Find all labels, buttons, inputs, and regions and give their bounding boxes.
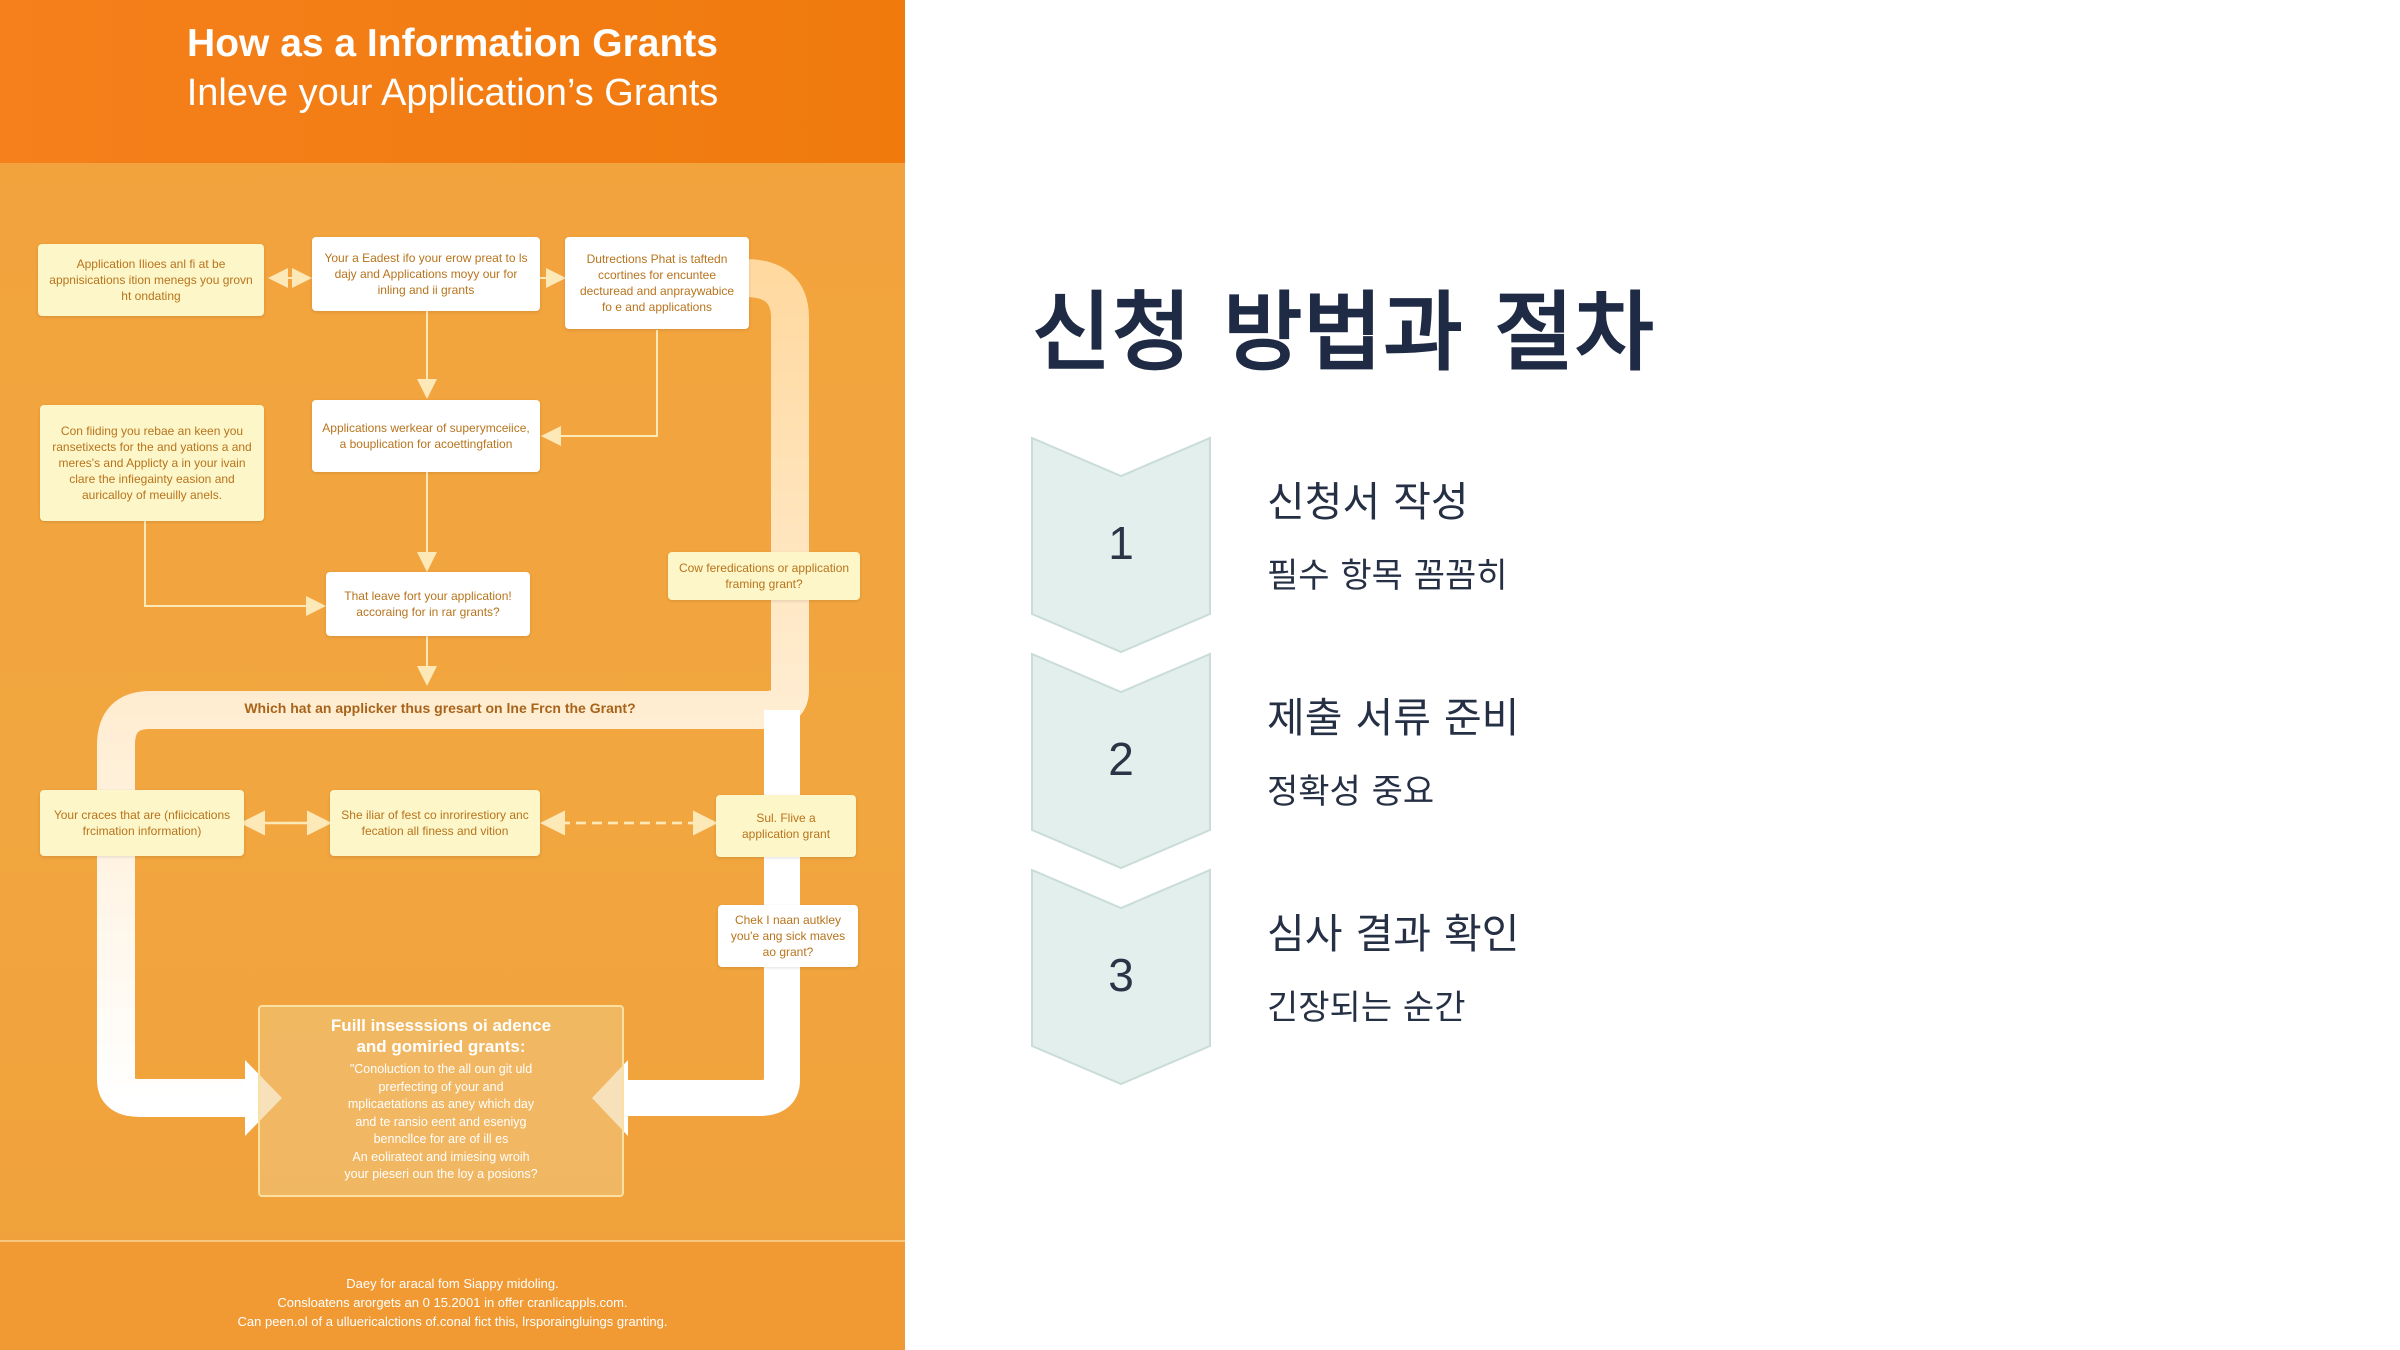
flow-box-7: Cow feredications or application framing… (668, 552, 860, 600)
step-1-desc: 필수 항목 꼼꼼히 (1267, 556, 1508, 596)
step-3-number: 3 (1108, 949, 1134, 1001)
pipe-top-loop (97, 259, 809, 1117)
connector-b3-b5 (541, 330, 658, 446)
grant-flowchart-poster: How as a Information Grants Inleve your … (0, 0, 905, 1350)
flow-box-5: Applications werkear of superymceiice, a… (312, 400, 540, 472)
poster-header: How as a Information Grants Inleve your … (0, 0, 905, 163)
flow-question: Which hat an applicker thus gresart on l… (244, 700, 636, 716)
step-2-desc: 정확성 중요 (1267, 772, 1435, 812)
pipe-right-loop (624, 710, 800, 1116)
step-2-number: 2 (1108, 733, 1134, 785)
step-3-desc: 긴장되는 순간 (1267, 988, 1466, 1028)
flow-box-8: Your craces that are (nfiicications frci… (40, 790, 244, 856)
flow-box-10: Sul. Flive a application grant (716, 795, 856, 857)
step-3-title: 심사 결과 확인 (1267, 910, 1520, 958)
flow-box-11: Chek I naan autkley you'e ang sick maves… (718, 905, 858, 967)
flow-box-4: Con fiiding you rebae an keen you ranset… (40, 405, 264, 521)
poster-subtitle: Inleve your Application’s Grants (186, 72, 719, 114)
conclusion-box: Fuill insesssions oi adence and gomiried… (258, 1005, 624, 1197)
flow-box-3: Dutrections Phat is taftedn ccortines fo… (565, 237, 749, 329)
slide-title: 신청 방법과 절차 (1032, 283, 1655, 383)
flow-box-1: Application Ilioes anl fi at be appnisic… (38, 244, 264, 316)
step-1-chevron-icon (1031, 436, 1211, 654)
step-1-title: 신청서 작성 (1267, 478, 1469, 526)
poster-title: How as a Information Grants (187, 22, 718, 65)
flow-box-2: Your a Eadest ifo your erow preat to ls … (312, 237, 540, 311)
flow-box-9: She iliar of fest co inrorirestiory anc … (330, 790, 540, 856)
flow-box-6: That leave fort your application! accora… (326, 572, 530, 636)
connector-b4-b6 (144, 520, 326, 616)
conclusion-body: "Conoluction to the all oun git uld prer… (344, 1062, 538, 1181)
step-3-chevron-icon (1031, 868, 1211, 1086)
step-2-title: 제출 서류 준비 (1267, 694, 1520, 742)
conclusion-heading: Fuill insesssions oi adence and gomiried… (330, 1016, 552, 1056)
poster-footer: Daey for aracal fom Siappy midoling. Con… (0, 1240, 905, 1350)
step-2-chevron-icon (1031, 652, 1211, 870)
step-1-number: 1 (1108, 517, 1134, 569)
